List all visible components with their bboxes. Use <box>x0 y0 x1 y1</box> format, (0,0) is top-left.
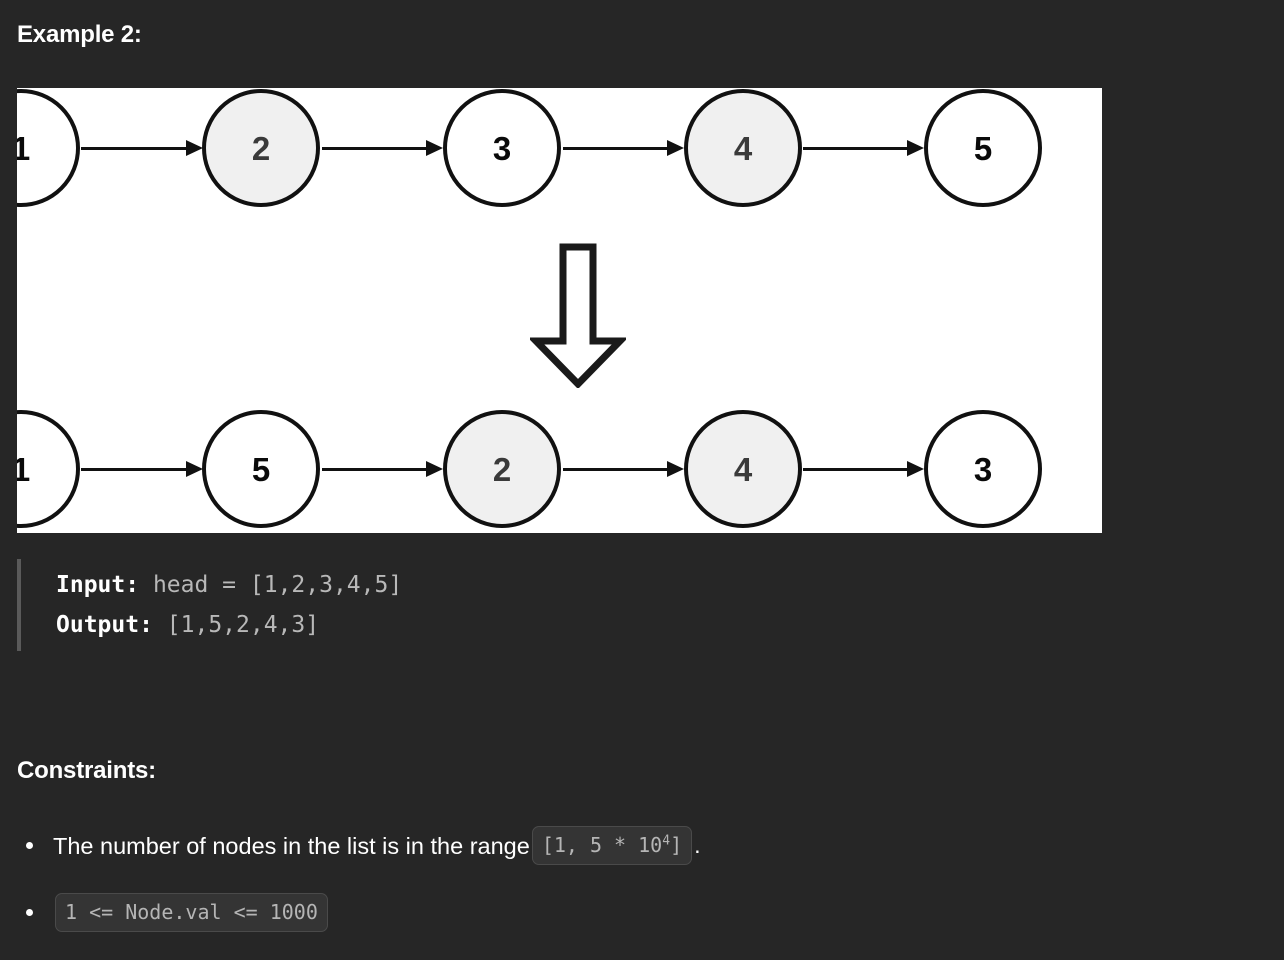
arrow-head <box>907 461 924 477</box>
arrow-head <box>426 140 443 156</box>
arrow-head <box>426 461 443 477</box>
input-value: head = [1,2,3,4,5] <box>139 572 403 598</box>
output-value: [1,5,2,4,3] <box>152 612 320 638</box>
list-node: 2 <box>202 89 320 207</box>
arrow-shaft <box>563 147 667 150</box>
arrow-shaft <box>803 147 907 150</box>
arrow-head <box>907 140 924 156</box>
list-node: 3 <box>924 410 1042 528</box>
page-title: Example 2: <box>17 21 142 48</box>
list-node: 5 <box>924 89 1042 207</box>
link-arrow <box>81 461 203 477</box>
down-arrow-icon <box>530 243 626 388</box>
list-node: 1 <box>17 89 80 207</box>
output-list-row: 1 5 2 4 3 <box>17 410 1102 533</box>
arrow-shaft <box>803 468 907 471</box>
list-node: 2 <box>443 410 561 528</box>
list-item: 1 <= Node.val <= 1000 <box>17 893 1257 932</box>
chip-superscript: 4 <box>662 833 671 849</box>
list-item: The number of nodes in the list is in th… <box>17 826 1257 865</box>
arrow-head <box>667 140 684 156</box>
example-code-block: Input: head = [1,2,3,4,5] Output: [1,5,2… <box>17 559 1017 651</box>
arrow-head <box>186 461 203 477</box>
link-arrow <box>563 461 684 477</box>
output-line: Output: [1,5,2,4,3] <box>56 605 1017 645</box>
input-list-row: 1 2 3 4 5 <box>17 89 1102 213</box>
link-arrow <box>322 140 443 156</box>
bullet-icon <box>26 909 33 916</box>
list-node: 5 <box>202 410 320 528</box>
constraints-list: The number of nodes in the list is in th… <box>17 826 1257 960</box>
input-line: Input: head = [1,2,3,4,5] <box>56 565 1017 605</box>
link-arrow <box>803 140 924 156</box>
input-label: Input: <box>56 572 140 598</box>
chip-prefix: [1, 5 * 10 <box>541 833 663 857</box>
output-label: Output: <box>56 612 153 638</box>
code-chip: [1, 5 * 104] <box>531 826 693 865</box>
arrow-shaft <box>322 147 426 150</box>
arrow-head <box>186 140 203 156</box>
chip-suffix: ] <box>670 833 683 857</box>
constraint-text: The number of nodes in the list is in th… <box>53 832 530 859</box>
trailing-period: . <box>694 832 701 858</box>
link-arrow <box>563 140 684 156</box>
arrow-shaft <box>322 468 426 471</box>
bullet-icon <box>26 842 33 849</box>
arrow-head <box>667 461 684 477</box>
arrow-shaft <box>81 147 186 150</box>
linked-list-diagram: 1 2 3 4 5 1 5 2 4 3 <box>17 88 1102 533</box>
list-node: 4 <box>684 89 802 207</box>
code-chip: 1 <= Node.val <= 1000 <box>55 893 328 932</box>
link-arrow <box>803 461 924 477</box>
list-node: 4 <box>684 410 802 528</box>
constraints-title: Constraints: <box>17 757 156 784</box>
arrow-shaft <box>563 468 667 471</box>
list-node: 1 <box>17 410 80 528</box>
link-arrow <box>322 461 443 477</box>
arrow-shaft <box>81 468 186 471</box>
link-arrow <box>81 140 203 156</box>
list-node: 3 <box>443 89 561 207</box>
